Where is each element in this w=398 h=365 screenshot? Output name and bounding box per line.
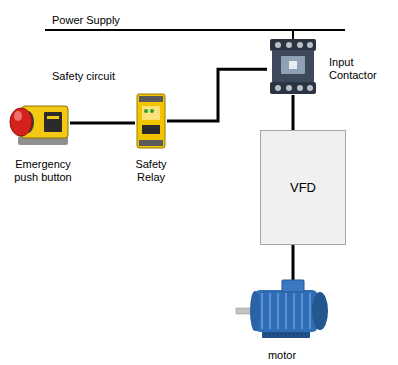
button-device: Emergency push button xyxy=(8,98,70,148)
label-slot: Input Contactor xyxy=(329,56,389,83)
contactor-device: Input Contactor xyxy=(267,38,319,95)
wire-connector xyxy=(70,122,135,125)
cooling-fin xyxy=(285,293,287,329)
device-label: Emergency push button xyxy=(8,158,78,184)
relay-body xyxy=(137,94,165,148)
terminal-screw xyxy=(286,42,292,48)
diagram-label: Power Supply xyxy=(52,14,120,27)
motor-body xyxy=(254,290,318,332)
relay-device: Safety Relay xyxy=(135,92,167,150)
terminal-box xyxy=(282,280,304,292)
button-plate xyxy=(44,112,62,132)
relay-bottom-terminals xyxy=(139,140,163,146)
cooling-fin xyxy=(309,293,311,329)
fan-cover xyxy=(312,292,328,330)
power-bus xyxy=(45,29,345,31)
contactor-bottom-terminals xyxy=(270,82,316,94)
label-slot: Safety Relay xyxy=(124,158,178,185)
wire-connector xyxy=(167,69,267,121)
cooling-fin xyxy=(261,293,263,329)
terminal-screw xyxy=(307,42,313,48)
contactor-indicator xyxy=(289,61,297,69)
relay-icon xyxy=(135,92,167,150)
vfd-box: VFD xyxy=(260,130,346,245)
device-label: Safety Relay xyxy=(124,158,178,184)
label-slot: Power Supply xyxy=(52,10,120,28)
wire-connector xyxy=(292,245,295,280)
contactor-window xyxy=(281,56,305,74)
terminal-screw xyxy=(275,85,281,91)
cooling-fin xyxy=(269,293,271,329)
label-slot: Safety circuit xyxy=(52,66,115,84)
terminal-screw xyxy=(307,85,313,91)
button-icon xyxy=(8,98,70,148)
cooling-fin xyxy=(301,293,303,329)
box-text: VFD xyxy=(290,180,316,195)
diagram-label: Safety circuit xyxy=(52,70,115,83)
device-label: Input Contactor xyxy=(329,56,389,82)
contactor-body xyxy=(272,50,314,83)
mushroom-head xyxy=(10,108,32,136)
cooling-fin xyxy=(293,293,295,329)
relay-led xyxy=(144,109,148,113)
label-slot: motor xyxy=(232,345,332,363)
terminal-screw xyxy=(275,42,281,48)
cooling-fin xyxy=(277,293,279,329)
relay-led xyxy=(150,109,154,113)
relay-front-plate xyxy=(142,106,160,120)
motor-end-cap xyxy=(250,291,260,331)
motor-device: motor xyxy=(232,280,332,342)
relay-label-band xyxy=(142,125,160,134)
supply-drop-wire xyxy=(292,30,294,39)
device-label: motor xyxy=(268,349,296,362)
terminal-screw xyxy=(297,85,303,91)
contactor-top-terminals xyxy=(270,39,316,51)
terminal-screw xyxy=(286,85,292,91)
motor-icon xyxy=(232,280,332,342)
label-slot: Emergency push button xyxy=(8,158,78,185)
contactor-icon xyxy=(267,38,319,95)
mushroom-highlight xyxy=(14,111,22,121)
relay-top-terminals xyxy=(139,96,163,102)
terminal-screw xyxy=(297,42,303,48)
wire-connector xyxy=(292,95,295,130)
button-plate-mark xyxy=(47,116,59,119)
